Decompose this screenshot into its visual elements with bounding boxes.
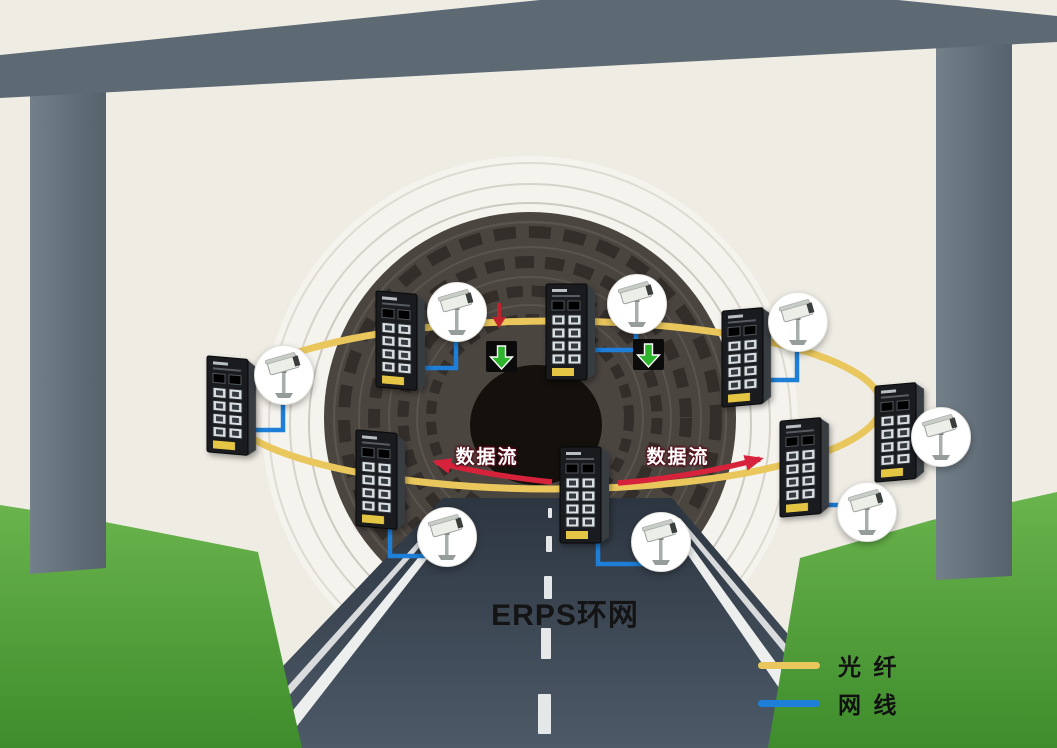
flow-arrow-left <box>432 458 553 485</box>
ethernet-line-swatch <box>758 699 820 707</box>
diagram-title: ERPS环网 <box>491 599 639 632</box>
ethernet-switch-7 <box>557 445 613 545</box>
camera-node-8 <box>417 507 477 567</box>
camera-node-7 <box>631 512 691 572</box>
download-arrow-icon-left <box>486 341 517 372</box>
ethernet-switch-3 <box>543 282 599 382</box>
camera-node-4 <box>768 292 828 352</box>
legend-row-fiber: 光 纤 <box>758 652 899 680</box>
download-arrow-icon-right <box>633 339 664 370</box>
camera-node-1 <box>254 345 314 405</box>
ethernet-switch-6 <box>777 415 833 520</box>
cctv-camera-icon <box>256 347 312 403</box>
data-flow-label-right: 数据流 <box>646 447 710 468</box>
ethernet-switch-2 <box>373 289 429 394</box>
ethernet-label: 网 线 <box>838 692 900 718</box>
data-flow-arrows <box>432 455 764 486</box>
camera-node-2 <box>427 282 487 342</box>
flow-arrow-right <box>617 455 764 486</box>
ceiling-red-arrow <box>492 303 506 328</box>
ethernet-switch-4 <box>719 305 775 410</box>
legend: 光 纤 网 线 <box>758 652 899 728</box>
overhead-beam <box>0 0 1057 98</box>
camera-node-6 <box>837 482 897 542</box>
cctv-camera-icon <box>429 284 485 340</box>
cctv-camera-icon <box>839 484 895 540</box>
road-center-dashes <box>538 508 552 734</box>
cctv-camera-icon <box>913 409 969 465</box>
camera-node-3 <box>607 274 667 334</box>
cctv-camera-icon <box>609 276 665 332</box>
camera-node-5 <box>911 407 971 467</box>
data-flow-label-left: 数据流 <box>455 447 519 468</box>
pillar-right <box>936 38 1012 580</box>
ethernet-switch-8 <box>353 428 409 533</box>
legend-row-ethernet: 网 线 <box>758 690 899 718</box>
cctv-camera-icon <box>419 509 475 565</box>
cctv-camera-icon <box>633 514 689 570</box>
fiber-line-swatch <box>758 661 820 669</box>
fiber-label: 光 纤 <box>838 654 900 680</box>
cctv-camera-icon <box>770 294 826 350</box>
pillar-left <box>30 86 106 574</box>
ethernet-switch-1 <box>204 354 260 459</box>
